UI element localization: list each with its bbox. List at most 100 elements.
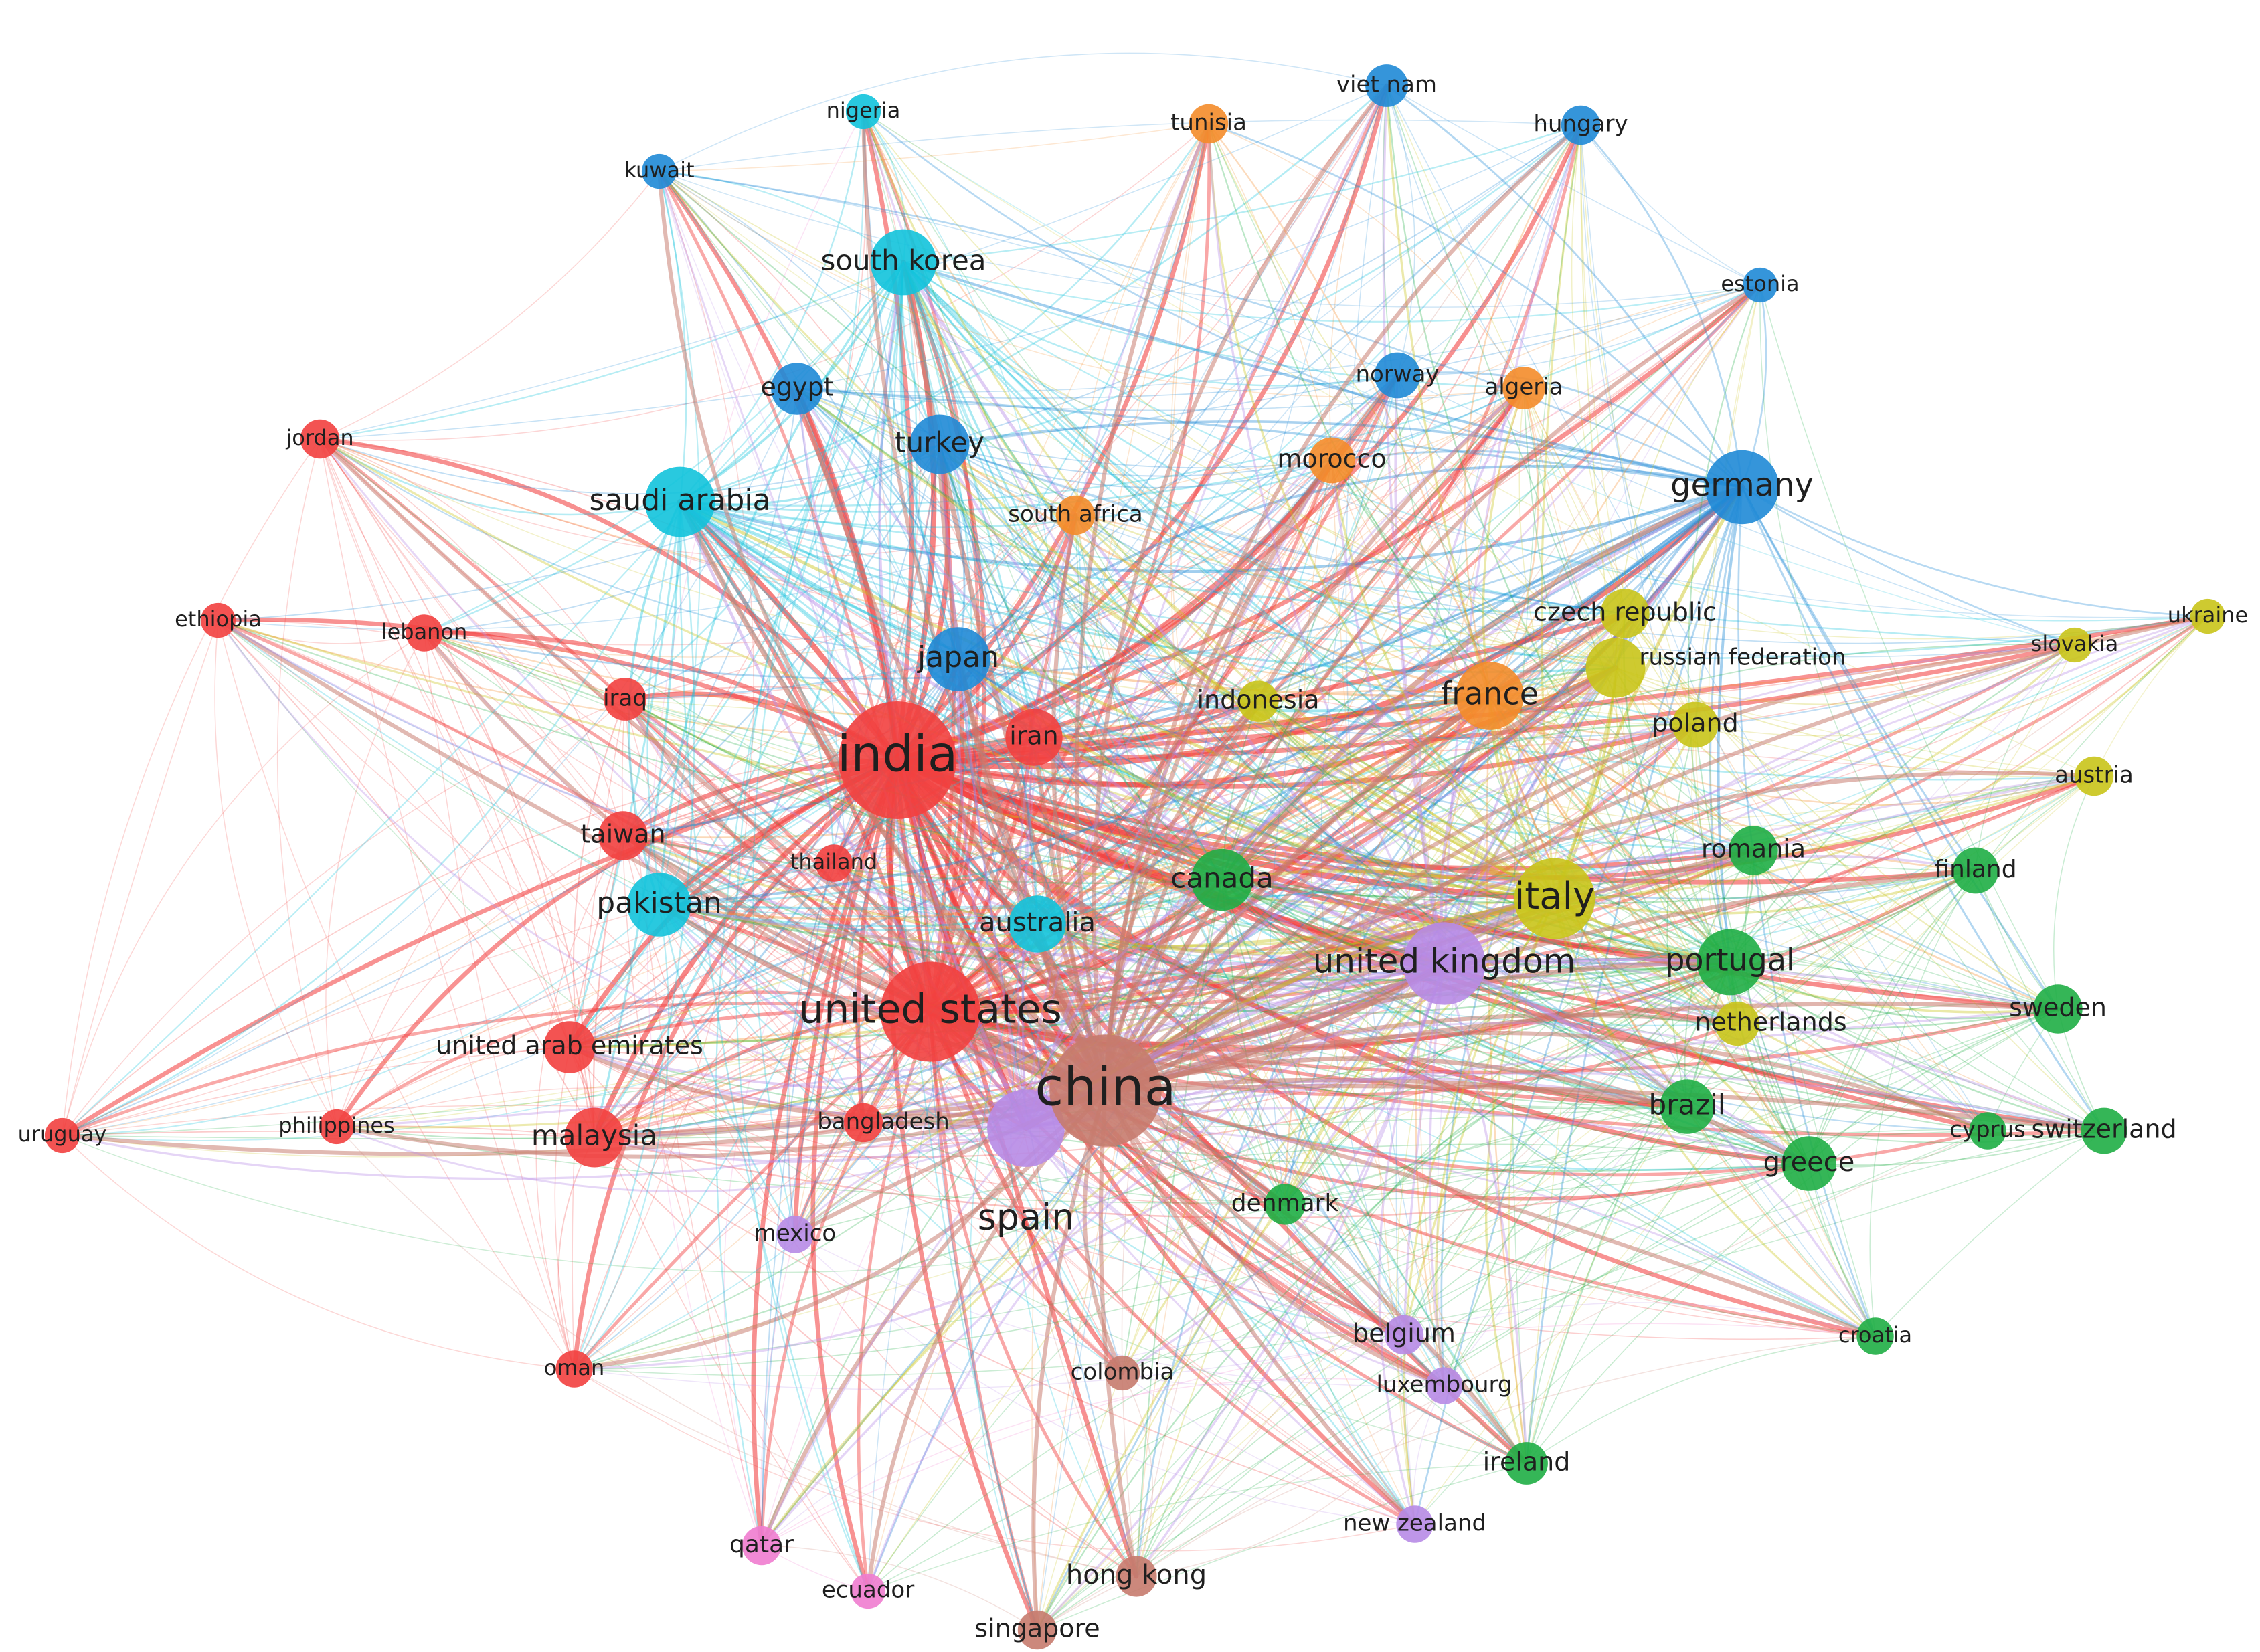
edge-netherlands-ukraine [1737,616,2208,1024]
label-singapore: singapore [974,1614,1100,1643]
node-lebanon[interactable] [406,614,443,652]
edge-ethiopia-australia [218,620,1038,925]
node-ethiopia[interactable] [200,602,236,638]
node-viet-nam[interactable] [1365,64,1408,107]
node-france[interactable] [1456,662,1524,730]
node-spain[interactable] [987,1089,1065,1167]
node-sweden[interactable] [2033,984,2083,1034]
node-qatar[interactable] [742,1526,782,1566]
edge-algeria-spain [1025,387,1525,1129]
label-new-zealand: new zealand [1343,1510,1486,1537]
node-poland[interactable] [1672,701,1719,748]
edge-germany-croatia [1737,486,1877,1338]
node-luxembourg[interactable] [1425,1367,1463,1404]
node-thailand[interactable] [815,844,853,882]
node-canada[interactable] [1191,848,1253,911]
node-saudi-arabia[interactable] [644,466,715,537]
node-turkey[interactable] [909,414,970,474]
edge-iraq-australia [624,699,1038,925]
node-czech-republic[interactable] [1600,589,1650,638]
node-united-arab-emirates[interactable] [543,1021,596,1073]
edge-india-ecuador [810,757,900,1594]
node-tunisia[interactable] [1189,104,1229,144]
edge-united-states-united-arab-emirates [568,1008,932,1049]
node-brazil[interactable] [1660,1079,1715,1134]
node-oman[interactable] [555,1350,593,1388]
node-philippines[interactable] [319,1109,355,1145]
node-germany[interactable] [1705,450,1779,525]
node-china[interactable] [1049,1034,1162,1147]
node-pakistan[interactable] [627,873,691,937]
node-iran[interactable] [1005,709,1063,766]
node-switzerland[interactable] [2081,1107,2127,1154]
edge-jordan-egypt [319,388,798,440]
edge-denmark-new-zealand [1284,1204,1415,1525]
node-bangladesh[interactable] [843,1103,883,1143]
node-mexico[interactable] [776,1216,814,1253]
node-malaysia[interactable] [564,1107,624,1168]
edge-jordan-france [319,438,1491,697]
node-colombia[interactable] [1104,1355,1140,1391]
node-south-korea[interactable] [870,229,937,296]
node-australia[interactable] [1009,895,1066,953]
node-jordan[interactable] [300,419,340,459]
label-romania: romania [1701,834,1806,864]
node-hong-kong[interactable] [1116,1556,1157,1597]
node-hungary[interactable] [1561,105,1601,145]
node-portugal[interactable] [1697,929,1763,996]
node-india[interactable] [839,701,956,819]
node-united-states[interactable] [880,961,980,1062]
label-taiwan: taiwan [580,820,665,849]
edge-malaysia-greece [593,1136,1810,1219]
edge-oman-brazil [574,1106,1688,1370]
node-taiwan[interactable] [598,811,648,860]
node-slovakia[interactable] [2057,627,2093,663]
node-algeria[interactable] [1502,367,1545,409]
label-united-arab-emirates: united arab emirates [436,1031,703,1061]
node-ecuador[interactable] [850,1573,886,1609]
node-indonesia[interactable] [1237,680,1279,722]
node-new-zealand[interactable] [1396,1505,1433,1543]
node-finland[interactable] [1952,847,1999,894]
label-estonia: estonia [1721,271,1799,296]
node-estonia[interactable] [1742,267,1778,303]
node-croatia[interactable] [1856,1317,1894,1355]
node-nigeria[interactable] [845,94,881,130]
node-norway[interactable] [1374,352,1421,399]
edge-saudi-arabia-algeria [679,387,1525,529]
edge-turkey-algeria [939,387,1525,477]
edge-taiwan-philippines [336,835,624,1127]
node-morocco[interactable] [1308,437,1355,484]
edge-spain-luxembourg [1025,1127,1446,1387]
node-united-kingdom[interactable] [1403,922,1486,1005]
node-belgium[interactable] [1384,1315,1424,1355]
edge-uruguay-norway [62,375,1398,1136]
edge-france-netherlands [1488,695,1739,1025]
node-kuwait[interactable] [641,153,677,189]
node-netherlands[interactable] [1715,1001,1760,1046]
edge-pakistan-tunisia [658,122,1210,906]
edge-italy-greece [1553,897,1810,1165]
edge-united-arab-emirates-france [568,695,1491,1048]
node-egypt[interactable] [771,363,823,415]
edge-philippines-austria [336,775,2095,1127]
node-cyprus[interactable] [1969,1112,2006,1150]
node-singapore[interactable] [1017,1610,1057,1650]
node-ireland[interactable] [1505,1442,1548,1485]
node-japan[interactable] [926,627,990,691]
node-greece[interactable] [1781,1136,1836,1191]
edge-india-viet-nam [895,83,1389,763]
node-austria[interactable] [2074,756,2114,796]
node-ukraine[interactable] [2190,598,2226,634]
node-romania[interactable] [1729,826,1778,875]
node-iraq[interactable] [604,678,646,721]
edge-south-korea-norway [902,261,1399,387]
edge-brazil-china [1103,1077,1690,1109]
edge-norway-hungary [1397,124,1581,376]
node-italy[interactable] [1514,858,1595,939]
node-denmark[interactable] [1264,1184,1306,1225]
node-uruguay[interactable] [44,1117,80,1154]
node-south-africa[interactable] [1055,495,1096,535]
edge-pakistan-estonia [659,284,1761,905]
node-russian-federation[interactable] [1585,638,1646,698]
